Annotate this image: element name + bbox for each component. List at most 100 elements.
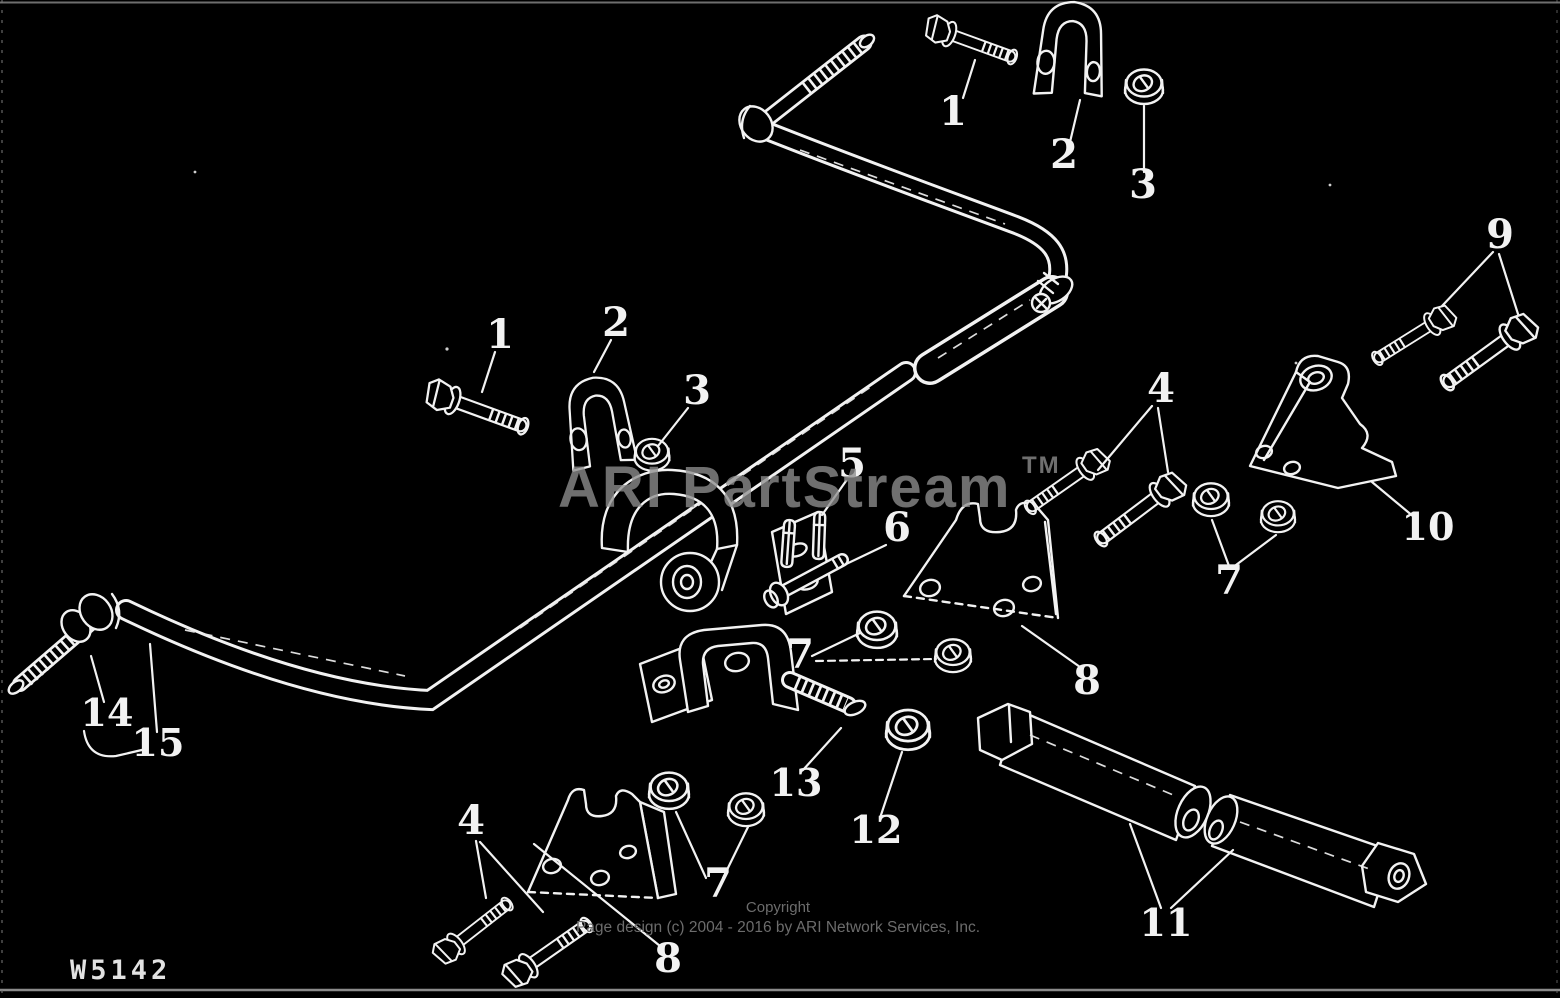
leader-lines-shape — [878, 750, 904, 820]
anchor-bracket-upper-shape — [992, 598, 1016, 618]
anchor-bracket-upper-shape — [918, 578, 942, 598]
speckle-dots-shape — [1328, 183, 1332, 187]
cylinder-rear-shape — [1360, 841, 1428, 904]
callout-label-2-1: 2 — [1050, 131, 1078, 178]
cylinder-rear — [1203, 793, 1428, 909]
leader-lines-shape — [721, 825, 750, 880]
coupler-sleeve-shape — [1036, 271, 1060, 295]
callout-label-9-14: 9 — [1486, 211, 1514, 258]
drag-link-bar-shape — [184, 629, 406, 677]
sway-bar-upper-shape — [740, 104, 752, 140]
leader-lines-shape — [1068, 98, 1082, 144]
cylinder-front-shape — [1029, 734, 1179, 798]
watermark-text: ARI PartStream — [558, 455, 1011, 520]
sway-bar-upper-shape — [799, 149, 1006, 225]
leader-lines-shape — [1370, 480, 1416, 519]
leader-lines-shape — [656, 406, 690, 448]
callout-label-3-2: 3 — [1129, 161, 1157, 208]
callout-label-8-12: 8 — [1073, 657, 1101, 704]
drag-link-bar — [115, 361, 917, 712]
leader-lines-shape — [840, 543, 888, 568]
sway-bar-upper-shape — [747, 117, 1069, 312]
leader-lines-shape — [592, 338, 613, 374]
support-bracket-shape — [1248, 354, 1398, 490]
support-bracket-shape — [1282, 460, 1302, 476]
anchor-bracket-lower-shape — [618, 844, 638, 860]
clevis-pin-shape — [781, 555, 847, 595]
clevis-threaded-stud-shape — [657, 679, 671, 689]
anchor-bracket-upper-shape — [904, 502, 1058, 618]
callout-label-15-20: 15 — [132, 720, 185, 765]
support-bracket — [1248, 354, 1398, 490]
callout-label-7-9: 7 — [786, 631, 814, 678]
speckle-dots-shape — [193, 170, 197, 174]
copyright-line2: Page design (c) 2004 - 2016 by ARI Netwo… — [576, 919, 980, 936]
anchor-bracket-lower-shape — [541, 857, 563, 875]
clevis-threaded-stud-shape — [792, 675, 850, 712]
leader-lines-shape — [474, 839, 488, 900]
drag-link-threaded-end-shape — [78, 593, 114, 631]
callout-label-7-11: 7 — [704, 860, 732, 907]
leader-lines-shape — [961, 58, 977, 100]
callout-label-1-3: 1 — [486, 311, 514, 358]
callout-label-13-18: 13 — [770, 760, 823, 805]
copyright-line1: Copyright — [746, 899, 811, 916]
leader-lines-shape — [478, 840, 545, 914]
callout-label-11-16: 11 — [1140, 900, 1193, 945]
callout-label-7-10: 7 — [1215, 557, 1243, 604]
speckle-dots-shape — [1294, 361, 1298, 365]
leader-lines-shape — [1020, 624, 1082, 669]
nut-12 — [884, 708, 932, 752]
nut-7-right-b — [1259, 500, 1297, 534]
nut-7-mid-a — [855, 610, 899, 650]
bolt-9-a — [1367, 301, 1459, 372]
leader-lines-shape — [148, 642, 159, 734]
speckle-dots — [193, 170, 1332, 365]
bolt-4-lower-a — [429, 891, 518, 968]
clevis-threaded-stud-shape — [723, 651, 751, 673]
leader-lines — [82, 58, 1520, 948]
callout-label-2-4: 2 — [602, 299, 630, 346]
hook-strap-clamp — [600, 468, 739, 613]
leader-lines-shape — [810, 631, 862, 658]
callout-label-8-13: 8 — [654, 935, 682, 982]
callout-label-3-5: 3 — [683, 367, 711, 414]
clevis-pin-shape — [768, 581, 790, 607]
leader-lines-shape — [820, 479, 848, 517]
hook-strap-clamp-shape — [671, 564, 703, 600]
leader-lines-shape — [801, 726, 843, 772]
support-bracket-shape — [1254, 444, 1274, 460]
support-bracket-shape — [1299, 364, 1333, 392]
drag-link-threaded-end-shape — [7, 679, 25, 695]
sway-bar-upper-shape — [858, 33, 876, 49]
drag-link-threaded-end-shape — [18, 624, 88, 688]
cylinder-rear-shape — [1387, 862, 1411, 890]
callout-label-1-0: 1 — [939, 88, 967, 135]
leader-lines-shape — [1497, 252, 1520, 316]
overlay-text: ARI PartStream TM Copyright Page design … — [70, 452, 1061, 986]
watermark-tm: TM — [1022, 452, 1061, 479]
clevis-threaded-stud-shape — [678, 623, 800, 714]
callout-label-4-21: 4 — [457, 797, 485, 844]
nut-3-top — [1123, 68, 1165, 106]
leader-lines-shape — [1234, 533, 1278, 567]
coupler-sleeve-shape — [1034, 296, 1048, 310]
drag-link-threaded-end — [7, 592, 121, 695]
anchor-bracket-upper-shape — [902, 501, 1060, 620]
sway-bar-upper — [738, 33, 1069, 312]
coupler-sleeve-shape — [937, 299, 1031, 359]
cylinder-front-shape — [976, 702, 1034, 762]
leader-lines-shape — [1096, 404, 1154, 472]
nut-7-mid-b — [933, 638, 973, 674]
leader-lines-shape — [89, 654, 106, 704]
leader-lines-shape — [82, 729, 148, 758]
bolt-1-top — [922, 13, 1021, 71]
clevis-pin — [763, 553, 849, 609]
anchor-bracket-lower — [526, 787, 678, 900]
leader-lines-shape — [532, 842, 662, 948]
cylinder-front-shape — [1007, 704, 1013, 744]
clevis-threaded-stud-shape — [843, 699, 867, 717]
